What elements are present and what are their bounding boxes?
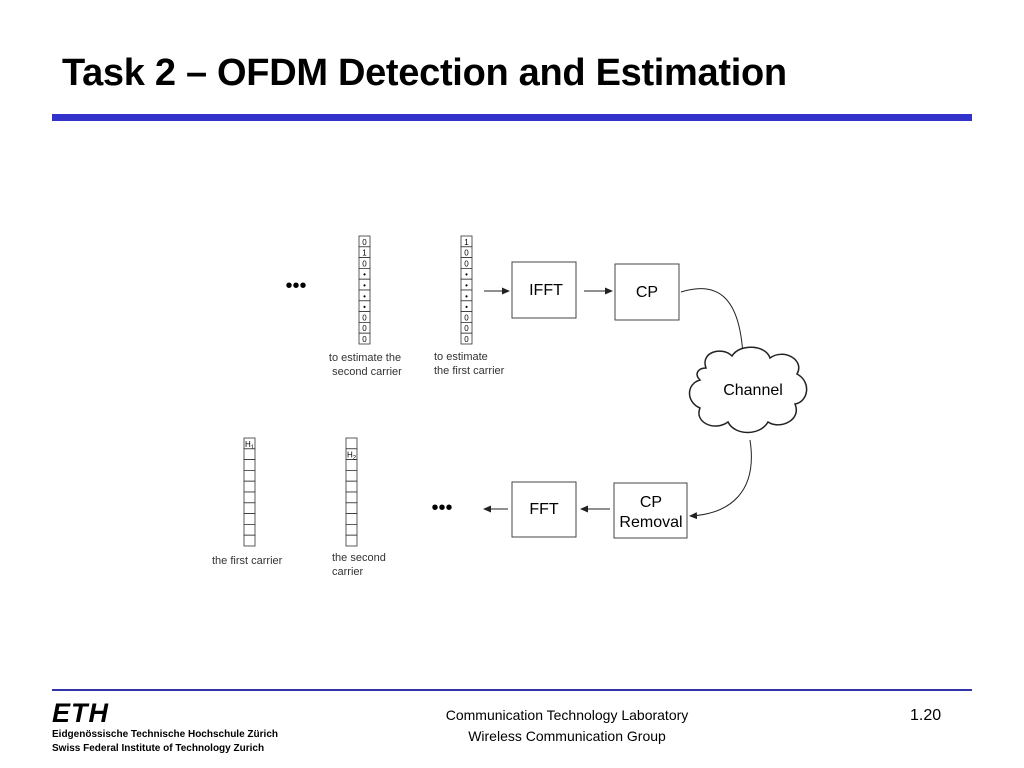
ifft-block <box>511 261 577 319</box>
vector-cell <box>243 491 256 504</box>
vector-cell <box>345 502 358 514</box>
fft-block <box>511 481 577 538</box>
vector-cell <box>345 513 358 525</box>
vector-cell-value: 0 <box>464 313 469 322</box>
vector-cell <box>243 448 256 460</box>
vector-cell-value: • <box>465 270 468 279</box>
arrow-channel-to-cp-removal <box>689 439 752 520</box>
eth-logo: ETH <box>52 698 109 728</box>
vector-cell-value: • <box>363 292 366 301</box>
ellipsis-rx: ••• <box>431 497 452 519</box>
vector-cell <box>243 534 256 547</box>
footer-divider <box>52 689 972 691</box>
arrow-cp-to-channel <box>680 288 747 357</box>
page-number: 1.20 <box>910 707 942 724</box>
vector-cell <box>345 437 358 450</box>
vector-cell-value: 1 <box>464 238 469 247</box>
cp-block <box>614 263 680 321</box>
vector-cell-value: 0 <box>362 324 367 333</box>
vector-cell <box>243 459 256 471</box>
vector-cell-value: 0 <box>464 335 469 344</box>
vector-cell-value: • <box>363 303 366 312</box>
vector-cell-value: 0 <box>362 238 367 247</box>
vector-cell <box>243 469 256 482</box>
estimate-first-caption-1: the first carrier <box>212 555 283 567</box>
pilot-vector-second-carrier: 010••••000 <box>358 235 371 345</box>
vector-cell-value: • <box>465 292 468 301</box>
vector-cell-value: 0 <box>464 259 469 268</box>
vector-cell <box>243 480 256 493</box>
ifft-label: IFFT <box>529 282 563 299</box>
vector-cell <box>345 491 358 504</box>
vector-cell-value: H2 <box>347 451 357 462</box>
cp-removal-label-2: Removal <box>619 514 682 531</box>
footer-group: Wireless Communication Group <box>468 728 666 744</box>
vector-cell <box>345 524 358 536</box>
vector-cell <box>345 469 358 482</box>
vector-cell <box>460 332 473 345</box>
vector-cell <box>358 332 371 345</box>
channel-cloud <box>688 346 808 434</box>
ellipsis-tx: ••• <box>285 275 306 297</box>
vector-cell <box>345 459 358 471</box>
vector-cell-value: H1 <box>245 440 255 451</box>
pilot-first-caption-2: the first carrier <box>434 365 505 377</box>
vector-cell-value: • <box>465 281 468 290</box>
fft-label: FFT <box>529 501 559 518</box>
vector-cell-value: 1 <box>362 249 367 258</box>
channel-label: Channel <box>723 382 783 399</box>
eth-institute-english: Swiss Federal Institute of Technology Zu… <box>52 743 265 754</box>
estimate-vector-second-carrier: H2 <box>345 437 358 547</box>
vector-cell-value: 0 <box>362 335 367 344</box>
eth-institute-german: Eidgenössische Technische Hochschule Zür… <box>52 729 278 740</box>
estimate-second-caption-2: carrier <box>332 566 364 578</box>
cp-label: CP <box>636 284 658 301</box>
vector-cell <box>243 502 256 514</box>
slide-title: Task 2 – OFDM Detection and Estimation <box>62 52 787 94</box>
pilot-first-caption-1: to estimate <box>434 351 488 363</box>
vector-cell-value: 0 <box>362 259 367 268</box>
estimate-vector-first-carrier: H1 <box>243 437 256 547</box>
vector-cell-value: • <box>465 303 468 312</box>
pilot-second-caption-2: second carrier <box>332 366 402 378</box>
pilot-vector-first-carrier: 100••••000 <box>460 235 473 345</box>
vector-cell <box>243 513 256 525</box>
vector-cell-value: • <box>363 281 366 290</box>
vector-cell <box>345 534 358 547</box>
pilot-second-caption-1: to estimate the <box>329 352 401 364</box>
vector-cell <box>345 480 358 493</box>
vector-cell-value: • <box>363 270 366 279</box>
footer-lab: Communication Technology Laboratory <box>445 707 689 723</box>
cp-removal-block <box>613 482 688 539</box>
vector-cell-value: 0 <box>464 249 469 258</box>
vector-cell <box>243 524 256 536</box>
title-underline <box>52 114 972 121</box>
vector-cell-value: 0 <box>362 313 367 322</box>
vector-cell-value: 0 <box>464 324 469 333</box>
estimate-second-caption-1: the second <box>332 552 386 564</box>
cp-removal-label-1: CP <box>640 494 662 511</box>
